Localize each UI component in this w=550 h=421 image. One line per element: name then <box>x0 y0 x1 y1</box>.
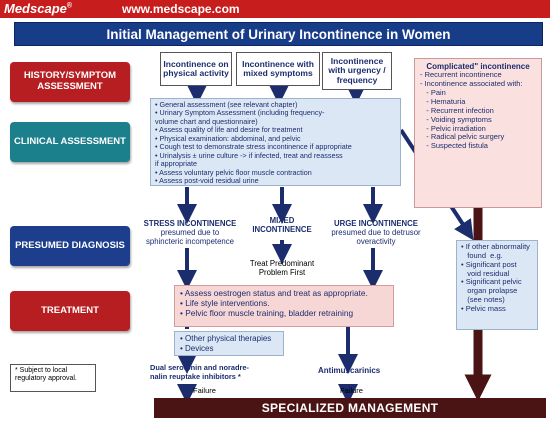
list-item: • Assess voluntary pelvic floor muscle c… <box>155 167 312 177</box>
list-item: found e.g. <box>461 250 503 260</box>
list-item: - Recurrent incontinence <box>420 70 502 80</box>
specialized-management-bar: SPECIALIZED MANAGEMENT <box>154 398 546 418</box>
stage-treatment: TREATMENT <box>10 291 130 331</box>
list-item: - Radical pelvic surgery <box>420 132 505 142</box>
list-item: • Assess post-void residual urine <box>155 176 259 186</box>
diagnosis-stress: STRESS INCONTINENCE presumed due to sphi… <box>140 219 240 247</box>
diagnosis-mixed: MIXED INCONTINENCE <box>245 216 319 235</box>
drug-left-line2: nalin reuptake inhibitors * <box>150 371 241 381</box>
list-item: • Significant pelvic <box>461 277 522 287</box>
symptom-physical-activity: Incontinence on physical activity <box>160 52 232 86</box>
diagnosis-stress-sub1: presumed due to <box>160 227 220 237</box>
list-item: • Pelvic floor muscle training, bladder … <box>180 308 354 319</box>
list-item: • Devices <box>180 343 214 353</box>
list-item: void residual <box>461 268 510 278</box>
other-therapies-box: • Other physical therapies • Devices <box>174 331 284 356</box>
diagnosis-mixed-title2: INCONTINENCE <box>252 224 312 234</box>
mixed-note-line2: Problem First <box>258 267 306 277</box>
site-url-link[interactable]: www.medscape.com <box>122 2 240 16</box>
list-item: (see notes) <box>461 295 505 305</box>
page-title: Initial Management of Urinary Incontinen… <box>14 22 543 46</box>
diagnosis-urge-sub1: presumed due to detrusor <box>331 227 421 237</box>
clinical-assessment-list: • General assessment (see relevant chapt… <box>150 98 401 186</box>
medscape-logo[interactable]: Medscape® <box>4 1 72 16</box>
list-item: - Voiding symptoms <box>420 114 492 124</box>
list-item: • Cough test to demonstrate stress incon… <box>155 142 352 152</box>
list-item: - Suspected fistula <box>420 141 488 151</box>
list-item: organ prolapse <box>461 286 518 296</box>
diagnosis-urge-title: URGE INCONTINENCE <box>333 219 419 228</box>
footnote-line2: regulatory approval. <box>15 375 77 383</box>
drug-left-line1: Dual serotonin and noradre- <box>150 363 249 372</box>
diagnosis-urge-sub2: overactivity <box>356 236 396 246</box>
footnote-line1: * Subject to local <box>15 367 68 374</box>
abnormality-box: • If other abnormality found e.g. • Sign… <box>456 240 538 330</box>
list-item: • Assess quality of life and desire for … <box>155 125 303 135</box>
mixed-note: Treat Predominant Problem First <box>240 259 324 278</box>
list-item: • Life style interventions. <box>180 298 270 309</box>
list-item: • Urinary Symptom Assessment (including … <box>155 108 325 118</box>
stage-diagnosis: PRESUMED DIAGNOSIS <box>10 226 130 266</box>
list-item: • Significant post <box>461 259 517 269</box>
list-item: - Recurrent infection <box>420 105 494 115</box>
complicated-incontinence-box: Complicated" incontinence - Recurrent in… <box>414 58 542 208</box>
list-item: - Pelvic irradiation <box>420 123 486 133</box>
mixed-note-line1: Treat Predominant <box>249 259 315 268</box>
symptom-urgency: Incontinence with urgency / frequency <box>322 52 392 90</box>
stage-history: HISTORY/SYMPTOM ASSESSMENT <box>10 62 130 102</box>
list-item: - Pain <box>420 88 446 98</box>
list-item: if appropriate <box>155 159 197 169</box>
list-item: • Physical examination: abdominal, and p… <box>155 133 301 143</box>
list-item: • Urinalysis ± urine culture -> if infec… <box>155 150 343 160</box>
list-item: • Pelvic mass <box>461 303 506 313</box>
symptom-mixed: Incontinence with mixed symptoms <box>236 52 320 86</box>
list-item: - Hematuria <box>420 96 466 106</box>
drug-right: Antimuscarinics <box>318 366 381 375</box>
footnote: * Subject to local regulatory approval. <box>10 364 96 392</box>
list-item: volume chart and questionnaire) <box>155 116 258 126</box>
failure-right: Failure <box>340 386 363 395</box>
list-item: • Assess oestrogen status and treat as a… <box>180 288 368 298</box>
diagnosis-mixed-title1: MIXED <box>269 216 295 225</box>
complicated-title: Complicated" incontinence <box>426 62 530 71</box>
logo-mark: ® <box>66 2 73 10</box>
list-item: - Incontinence associated with: <box>420 79 523 89</box>
list-item: • Other physical therapies <box>180 334 272 343</box>
drug-left: Dual serotonin and noradre- nalin reupta… <box>150 363 282 382</box>
diagnosis-urge: URGE INCONTINENCE presumed due to detrus… <box>326 219 426 247</box>
treatment-box: • Assess oestrogen status and treat as a… <box>174 285 394 327</box>
list-item: • General assessment (see relevant chapt… <box>155 100 298 109</box>
diagnosis-stress-sub2: sphincteric incompetence <box>146 236 234 246</box>
logo-text: Medscape <box>4 1 67 16</box>
brand-bar <box>0 0 550 18</box>
stage-clinical: CLINICAL ASSESSMENT <box>10 122 130 162</box>
diagnosis-stress-title: STRESS INCONTINENCE <box>143 219 237 228</box>
list-item: • If other abnormality <box>461 242 530 251</box>
failure-left: Failure <box>193 386 216 395</box>
